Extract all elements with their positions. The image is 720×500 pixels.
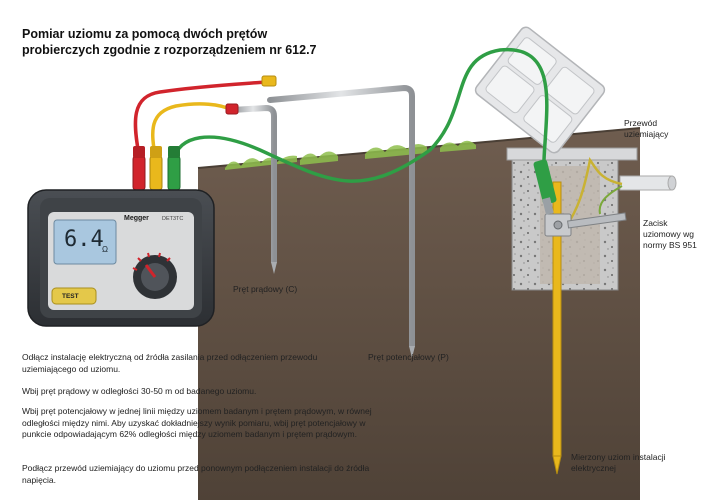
lead-plugs — [225, 75, 277, 115]
meter-model: DET3TC — [162, 216, 184, 222]
earth-clamp — [544, 212, 627, 237]
meter-brand: Megger — [124, 215, 149, 222]
earth-wire — [564, 157, 623, 227]
earth-tester — [27, 189, 215, 327]
instruction-potential-rod: Wbij pręt potencjałowy w jednej linii mi… — [22, 406, 372, 439]
label-earth-lead: Przewód uziemiający — [624, 118, 669, 139]
current-rod — [267, 84, 415, 358]
label-potential-rod: Pręt potencjałowy (P) — [368, 352, 449, 362]
instruction-current-rod: Wbij pręt prądowy w odległości 30-50 m o… — [22, 386, 257, 396]
test-button: TEST — [62, 293, 79, 300]
measured-electrode — [552, 181, 562, 475]
instruction-reconnect: Podłącz przewód uziemiający do uziomu pr… — [22, 463, 370, 485]
earth-wire-green — [598, 185, 623, 215]
meter-reading: 6.4 — [64, 227, 104, 252]
yellow-lead — [150, 102, 234, 162]
meter-unit: Ω — [102, 245, 108, 254]
meter-plugs — [132, 146, 181, 191]
green-lead — [172, 48, 549, 183]
diagram-title: Pomiar uziomu za pomocą dwóch prętów pro… — [22, 27, 317, 57]
green-clip — [533, 159, 557, 215]
test-leads — [133, 48, 549, 183]
earth-lead-pipe — [619, 175, 677, 191]
instruction-disconnect: Odłącz instalację elektryczną od źródła … — [22, 352, 318, 374]
label-earth-clamp: Zacisk uziomowy wg normy BS 951 — [643, 218, 697, 250]
potential-rod — [229, 104, 277, 274]
label-current-rod: Pręt prądowy (C) — [233, 284, 298, 294]
red-lead — [133, 80, 268, 162]
label-measured-electrode: Mierzony uziom instalacji elektrycznej — [571, 452, 666, 473]
